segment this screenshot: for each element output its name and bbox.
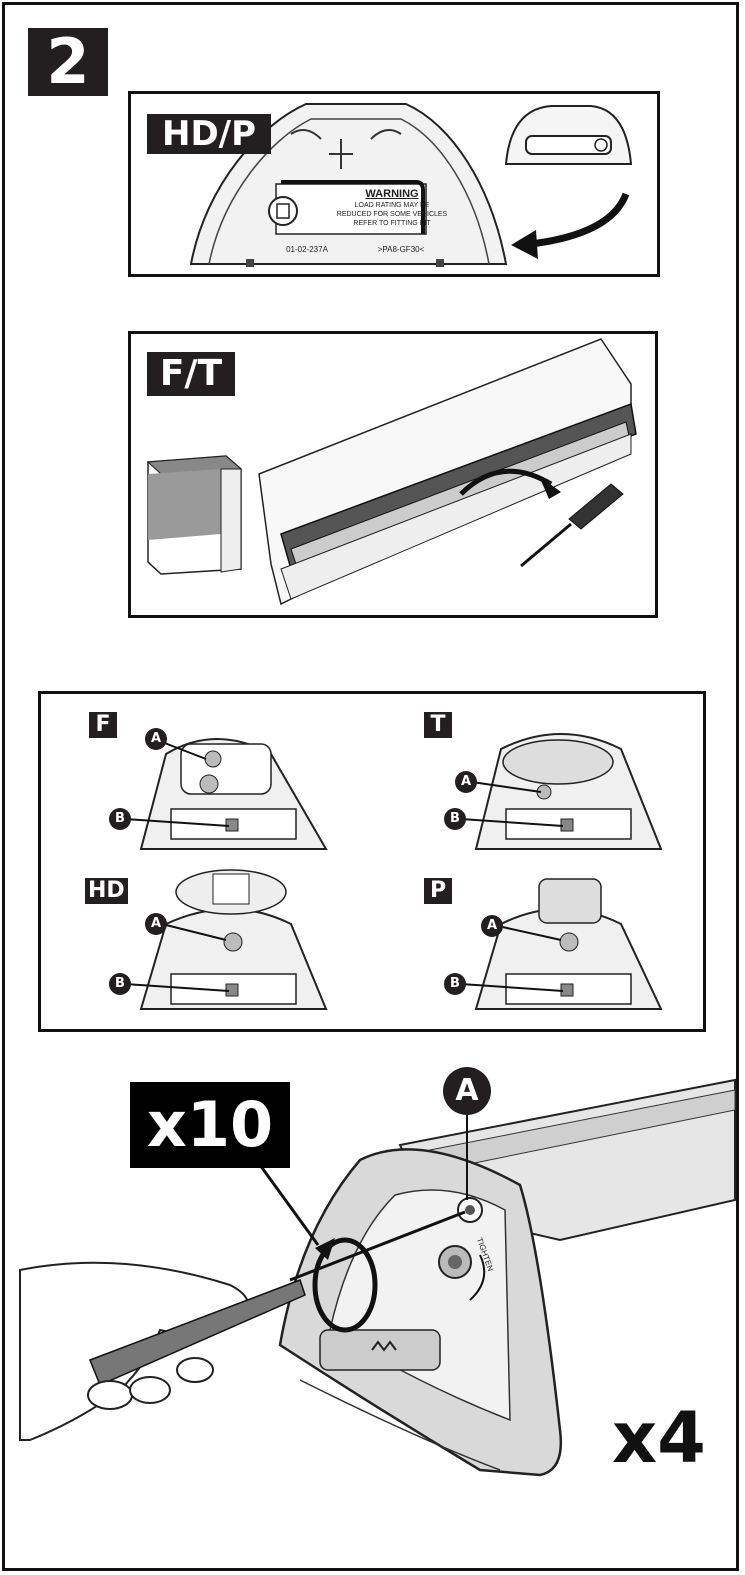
main-callout-a: A xyxy=(443,1067,491,1115)
warning-line-3: REFER TO FITTING KIT xyxy=(353,220,431,227)
part-code-right: >PA8-GF30< xyxy=(377,245,425,254)
ft-tag: F/T xyxy=(147,352,235,396)
variant-p-tag: P xyxy=(424,878,452,904)
warning-line-2: REDUCED FOR SOME VEHICLES xyxy=(336,211,448,218)
variant-f-callout-b: B xyxy=(109,808,131,830)
quantity-label: x4 xyxy=(612,1397,706,1479)
step-number-badge: 2 xyxy=(28,28,108,96)
variant-p-callout-a: A xyxy=(481,915,503,937)
foot-f-drawing xyxy=(125,738,328,850)
hdp-panel: HD/P WARNING LOAD RATING MAY BE REDUCED … xyxy=(128,91,660,277)
ft-panel: F/T xyxy=(128,331,658,618)
warning-line-1: LOAD RATING MAY BE xyxy=(354,202,430,209)
variant-f-callout-a: A xyxy=(145,728,167,750)
foot-p-drawing xyxy=(460,878,663,1010)
turn-count-label: x10 xyxy=(130,1082,290,1168)
variant-hd-callout-a: A xyxy=(145,913,167,935)
part-code-left: 01-02-237A xyxy=(286,245,328,254)
variant-p-callout-b: B xyxy=(444,973,466,995)
warning-title: WARNING xyxy=(365,188,419,200)
variant-t-callout-a: A xyxy=(455,771,477,793)
foot-variants-illustration xyxy=(125,733,663,1010)
variant-hd-tag: HD xyxy=(85,878,128,904)
foot-variants-panel: F T HD P A B A B A B A B xyxy=(38,691,706,1032)
variant-t-callout-b: B xyxy=(444,808,466,830)
foot-hd-drawing xyxy=(125,869,328,1010)
variant-hd-callout-b: B xyxy=(109,973,131,995)
hdp-tag: HD/P xyxy=(147,114,271,154)
variant-t-tag: T xyxy=(424,712,452,738)
foot-t-drawing xyxy=(460,733,663,850)
ft-fitting-kit-illustration xyxy=(146,338,637,606)
variant-f-tag: F xyxy=(89,712,117,738)
